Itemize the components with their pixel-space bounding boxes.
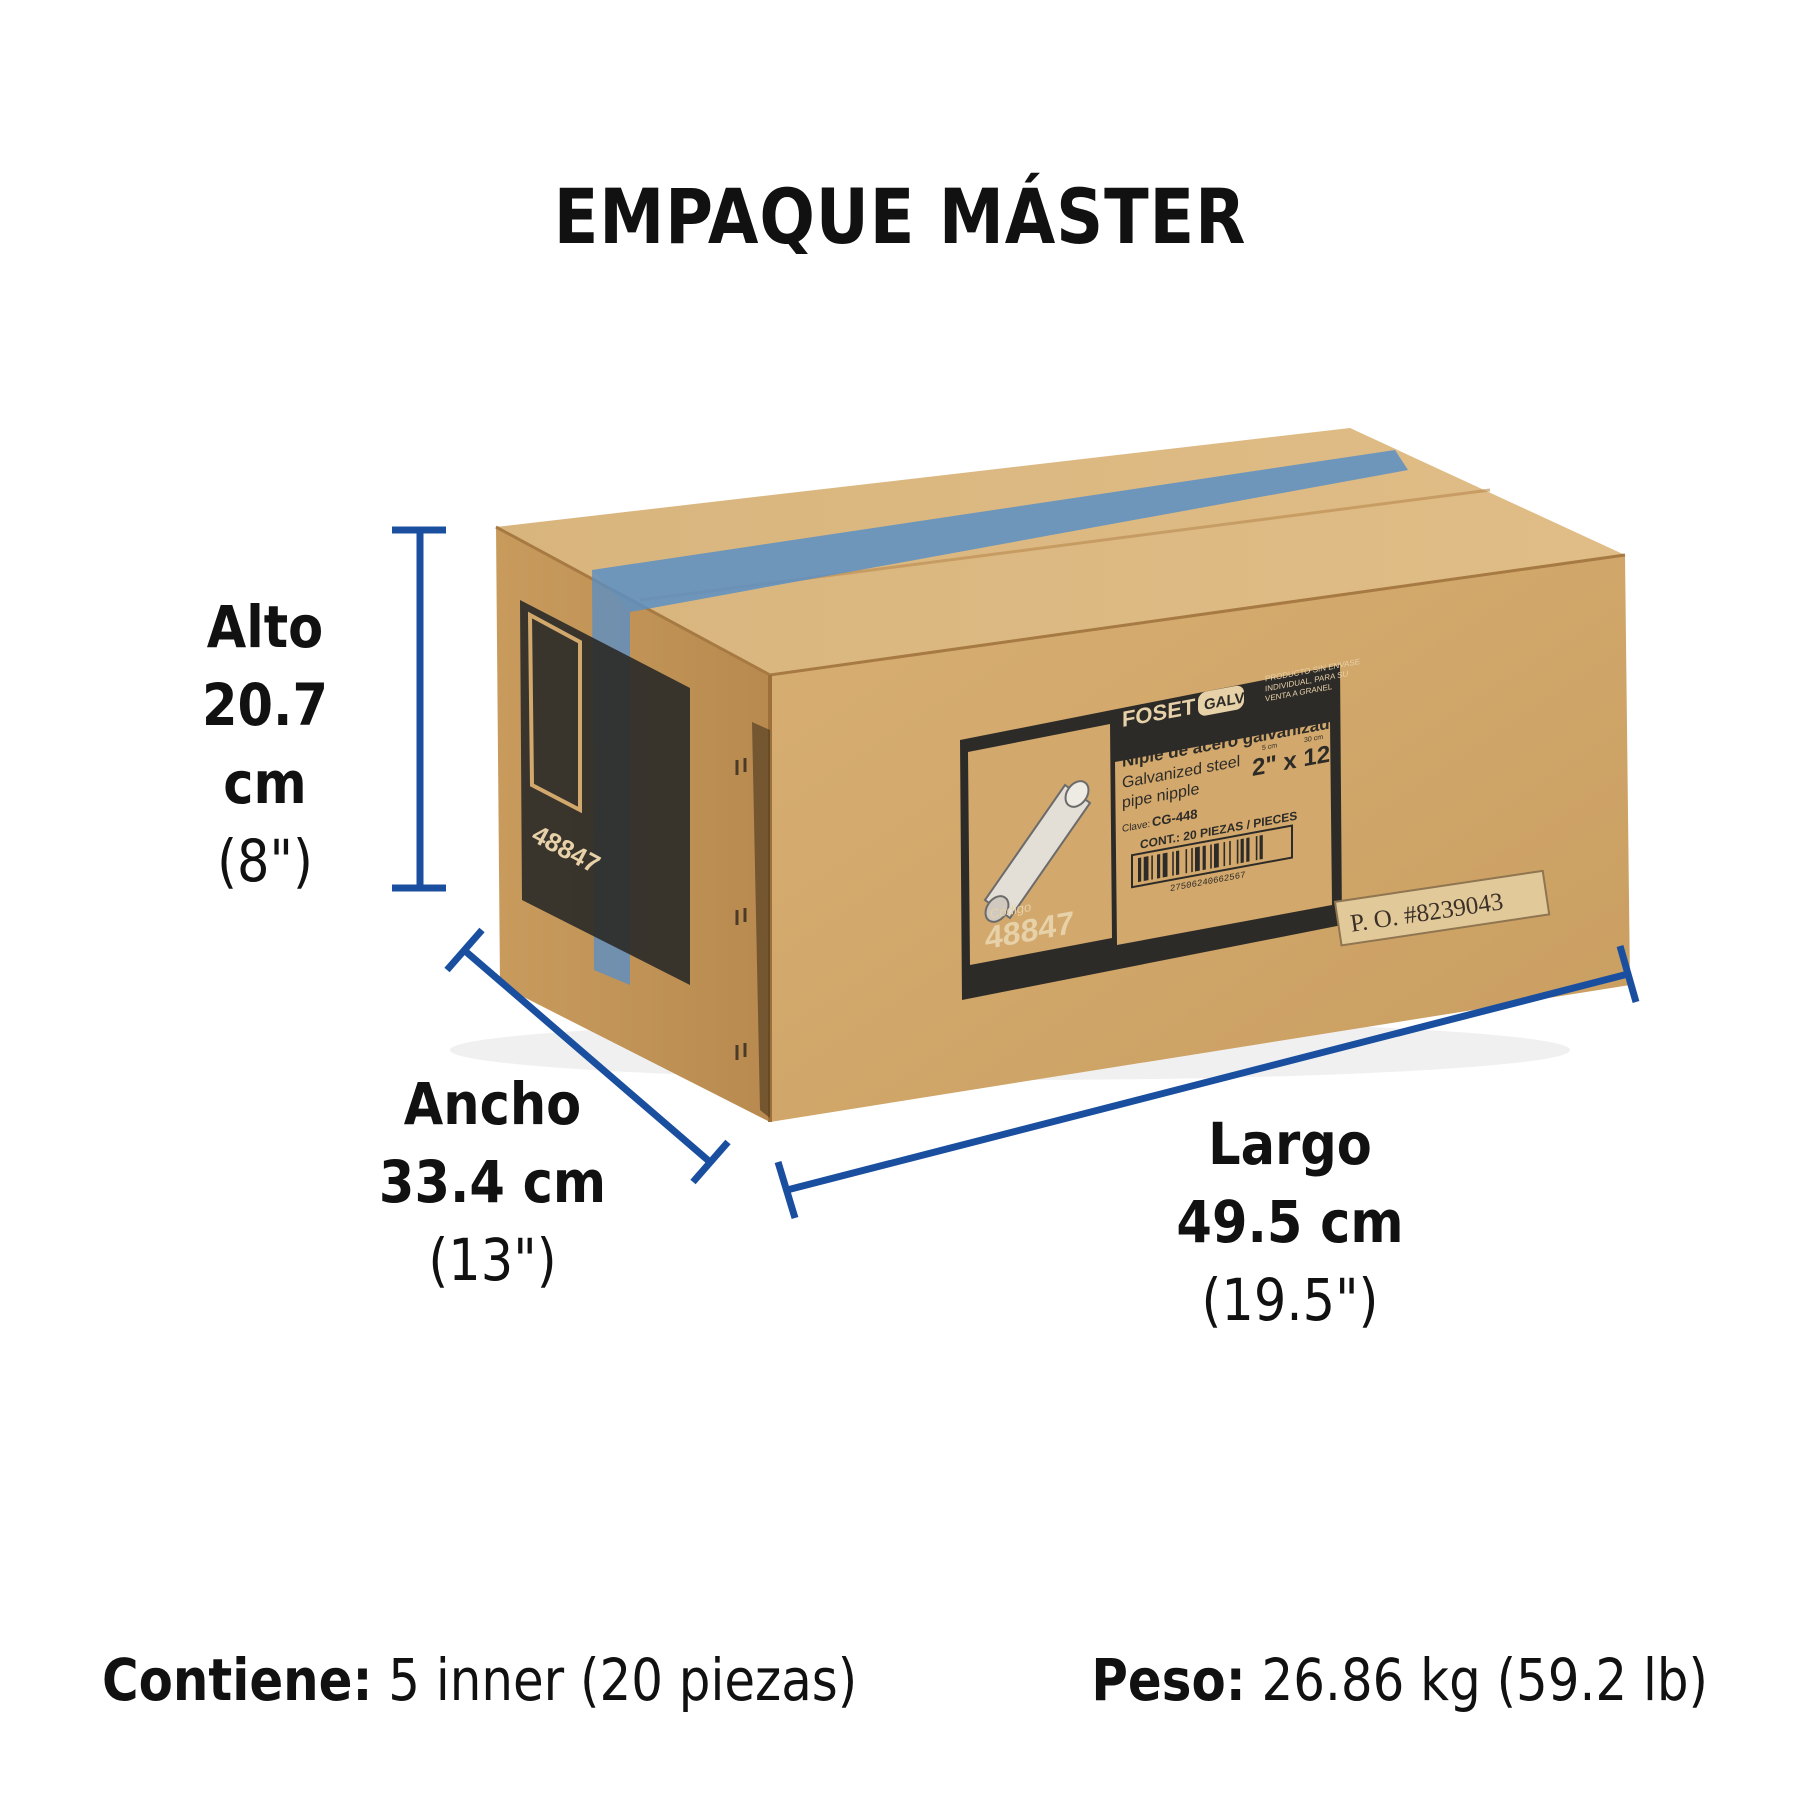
barcode	[1138, 834, 1263, 883]
barcode-bar	[1210, 844, 1212, 869]
length-imperial: (19.5")	[1201, 1266, 1379, 1334]
width-dimension-line	[444, 927, 731, 1185]
barcode-bar	[1151, 855, 1153, 880]
width-label: Ancho	[403, 1070, 582, 1138]
barcode-bar	[1172, 851, 1174, 876]
barcode-bar	[1202, 845, 1206, 871]
length-dimension: Largo 49.5 cm (19.5")	[1167, 1105, 1413, 1339]
packing-tape	[592, 450, 1408, 612]
label-text-window	[1115, 722, 1332, 945]
barcode-bar	[1191, 847, 1193, 873]
label-size-cm-small: 5 cm	[1262, 742, 1277, 752]
contents-info: Contiene: 5 inner (20 piezas)	[102, 1646, 857, 1714]
width-imperial: (13")	[428, 1226, 557, 1294]
barcode-bar	[1162, 852, 1168, 878]
height-dimension-line	[392, 526, 446, 892]
barcode-bar	[1214, 843, 1219, 868]
barcode-bar	[1195, 846, 1200, 872]
side-label-window	[527, 611, 582, 814]
height-imperial: (8")	[217, 827, 313, 895]
barcode-bar	[1255, 835, 1258, 861]
contents-value: 5 inner (20 piezas)	[388, 1646, 858, 1714]
barcode-bar	[1138, 857, 1142, 883]
height-metric: 20.7 cm	[202, 671, 328, 817]
pipe-nipple-icon	[983, 780, 1092, 923]
label-size-cm-large: 30 cm	[1304, 734, 1323, 744]
length-label: Largo	[1208, 1110, 1372, 1178]
height-label: Alto	[206, 593, 324, 661]
box-top-face	[496, 428, 1625, 675]
barcode-bar	[1143, 856, 1149, 882]
barcode-bar	[1240, 838, 1244, 864]
weight-label: Peso:	[1091, 1646, 1246, 1714]
side-label-panel	[520, 600, 690, 985]
side-staples	[735, 758, 747, 1060]
weight-info: Peso: 26.86 kg (59.2 lb)	[1091, 1646, 1708, 1714]
barcode-bar	[1157, 853, 1161, 879]
barcode-bar	[1259, 834, 1263, 860]
barcode-bar	[1185, 848, 1188, 874]
weight-value: 26.86 kg (59.2 lb)	[1261, 1646, 1708, 1714]
label-brand-badge-bg	[1198, 685, 1244, 716]
barcode-bar	[1246, 837, 1250, 863]
label-clave-label: Clave:	[1122, 819, 1150, 835]
barcode-bar	[1236, 839, 1239, 864]
height-dimension: Alto 20.7 cm (8")	[155, 588, 375, 900]
contents-label: Contiene:	[102, 1646, 373, 1714]
barcode-bar	[1223, 841, 1226, 867]
length-dimension-line	[774, 945, 1640, 1220]
page-title: EMPAQUE MÁSTER	[553, 172, 1247, 261]
barcode-bar	[1176, 850, 1180, 876]
barcode-bar	[1229, 840, 1231, 866]
width-metric: 33.4 cm	[378, 1148, 607, 1216]
length-metric: 49.5 cm	[1176, 1188, 1404, 1256]
width-dimension: Ancho 33.4 cm (13")	[367, 1065, 618, 1299]
barcode-frame	[1131, 824, 1293, 889]
box-flap-gap	[752, 722, 770, 1118]
po-stamp: P. O. #8239043	[1333, 869, 1551, 947]
